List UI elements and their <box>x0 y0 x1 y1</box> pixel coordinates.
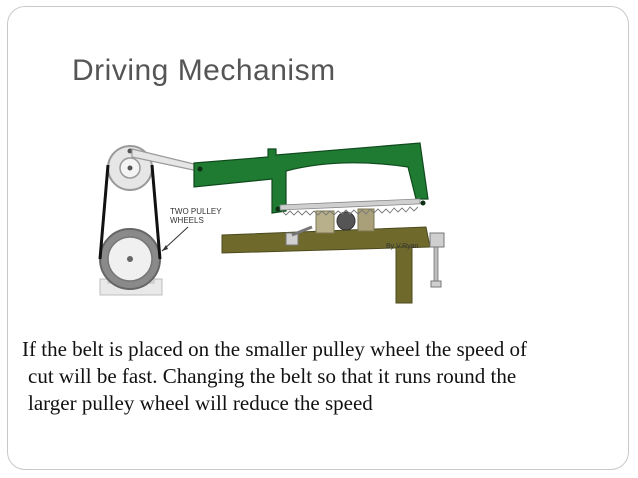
slide-body-text: If the belt is placed on the smaller pul… <box>22 336 627 417</box>
slider-arm <box>291 225 313 237</box>
bottom-pulley-hub <box>127 256 133 262</box>
clamp-screw-nut <box>430 280 442 288</box>
bench-leg <box>395 246 413 304</box>
body-line-1: If the belt is placed on the smaller pul… <box>22 337 527 361</box>
power-hacksaw-diagram: TWO PULLEY WHEELS By V.Ryan <box>98 142 445 304</box>
pulley-label-line1: TWO PULLEY <box>170 207 222 216</box>
slide-title: Driving Mechanism <box>72 54 336 87</box>
drive-belt <box>98 164 162 260</box>
pulley-label-arrowhead <box>162 245 168 251</box>
top-pulley-pin <box>127 148 133 154</box>
clamp-screw-head <box>429 232 445 248</box>
pulley-label-line2: WHEELS <box>170 216 204 225</box>
saw-blade <box>279 198 421 211</box>
body-line-2: cut will be fast. Changing the belt so t… <box>28 364 517 388</box>
saw-frame <box>193 142 429 214</box>
vice-jaw-right <box>357 208 375 232</box>
workpiece-bar <box>336 211 356 231</box>
vice-jaw-left <box>315 210 335 234</box>
top-pulley-hub <box>127 165 133 171</box>
blade-pin-left <box>275 206 281 212</box>
slider-block <box>285 232 299 246</box>
saw-frame-pivot <box>197 166 203 172</box>
blade-pin-right <box>420 200 426 206</box>
diagram-credit: By V.Ryan <box>386 243 419 250</box>
body-line-3: larger pulley wheel will reduce the spee… <box>28 391 373 415</box>
saw-teeth <box>281 206 419 216</box>
